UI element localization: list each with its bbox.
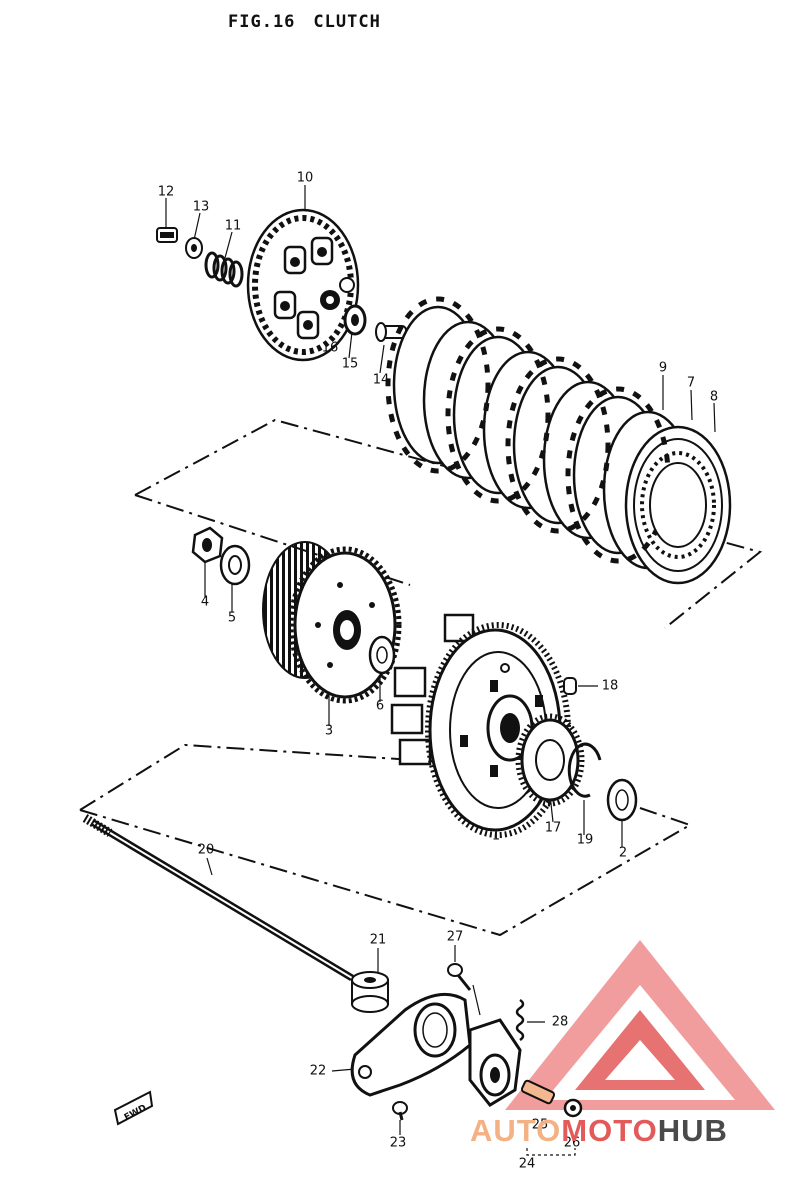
callout-3: 3 xyxy=(324,723,334,739)
part-clutch-plate-stack xyxy=(385,296,732,585)
callout-7: 7 xyxy=(686,375,696,391)
part-nut-4 xyxy=(191,526,224,564)
part-washer-13 xyxy=(185,237,203,259)
part-nut-26 xyxy=(563,1098,583,1118)
callout-13: 13 xyxy=(192,199,210,215)
part-release-arm-24 xyxy=(468,1018,522,1107)
watermark-text: AUTOMOTOHUB xyxy=(470,1113,728,1149)
watermark-part3: HUB xyxy=(657,1113,728,1148)
part-push-rod-20 xyxy=(82,814,354,982)
part-lock-washer-5 xyxy=(219,544,251,586)
callout-15: 15 xyxy=(341,356,359,372)
assembly-outline-lower xyxy=(79,743,693,937)
fwd-arrow-icon: FWD xyxy=(113,1090,154,1126)
part-pressure-plate xyxy=(246,208,360,362)
callout-22: 22 xyxy=(309,1063,327,1079)
part-pin-25 xyxy=(520,1079,556,1105)
part-pin-18 xyxy=(563,677,577,695)
callout-14: 14 xyxy=(372,372,390,388)
part-spring-28 xyxy=(515,998,525,1042)
part-sleeve-hub-3 xyxy=(262,541,402,704)
callout-27: 27 xyxy=(446,929,464,945)
callout-19: 19 xyxy=(576,832,594,848)
callout-12: 12 xyxy=(157,184,175,200)
part-gear-17 xyxy=(515,713,585,807)
callout-16: 16 xyxy=(321,340,339,356)
callout-10: 10 xyxy=(296,170,314,186)
callout-28: 28 xyxy=(551,1014,569,1030)
figure-number: FIG.16 xyxy=(228,12,296,32)
figure-title: FIG.16 CLUTCH xyxy=(228,12,399,32)
callout-23: 23 xyxy=(389,1135,407,1151)
part-spring-11 xyxy=(204,251,244,288)
callout-26: 26 xyxy=(563,1135,581,1151)
callout-8: 8 xyxy=(709,389,719,405)
part-screw-27 xyxy=(447,963,472,991)
part-screw-23 xyxy=(392,1101,408,1121)
callout-5: 5 xyxy=(227,610,237,626)
figure-name: CLUTCH xyxy=(313,12,381,32)
part-24-bracket xyxy=(526,1148,576,1156)
part-circlip-19 xyxy=(567,742,602,798)
callout-20: 20 xyxy=(197,842,215,858)
part-bolt xyxy=(156,227,178,243)
callout-4: 4 xyxy=(200,594,210,610)
callout-17: 17 xyxy=(544,820,562,836)
callout-18: 18 xyxy=(601,678,619,694)
part-bearing-15 xyxy=(343,304,367,336)
callout-21: 21 xyxy=(369,932,387,948)
part-thrust-washer-2 xyxy=(606,778,638,822)
callout-9: 9 xyxy=(658,360,668,376)
callout-2: 2 xyxy=(618,845,628,861)
callout-6: 6 xyxy=(375,698,385,714)
callout-25: 25 xyxy=(531,1117,549,1133)
part-thrust-washer-6 xyxy=(368,635,396,675)
callout-11: 11 xyxy=(224,218,242,234)
watermark-part2: MOTO xyxy=(561,1113,658,1148)
part-oil-seal-21 xyxy=(351,971,389,1013)
watermark-logo xyxy=(505,940,775,1110)
callout-1: 1 xyxy=(491,828,501,844)
part-release-bracket-22 xyxy=(350,992,472,1097)
watermark-part1: AUTO xyxy=(470,1113,562,1148)
callout-24: 24 xyxy=(518,1156,536,1172)
